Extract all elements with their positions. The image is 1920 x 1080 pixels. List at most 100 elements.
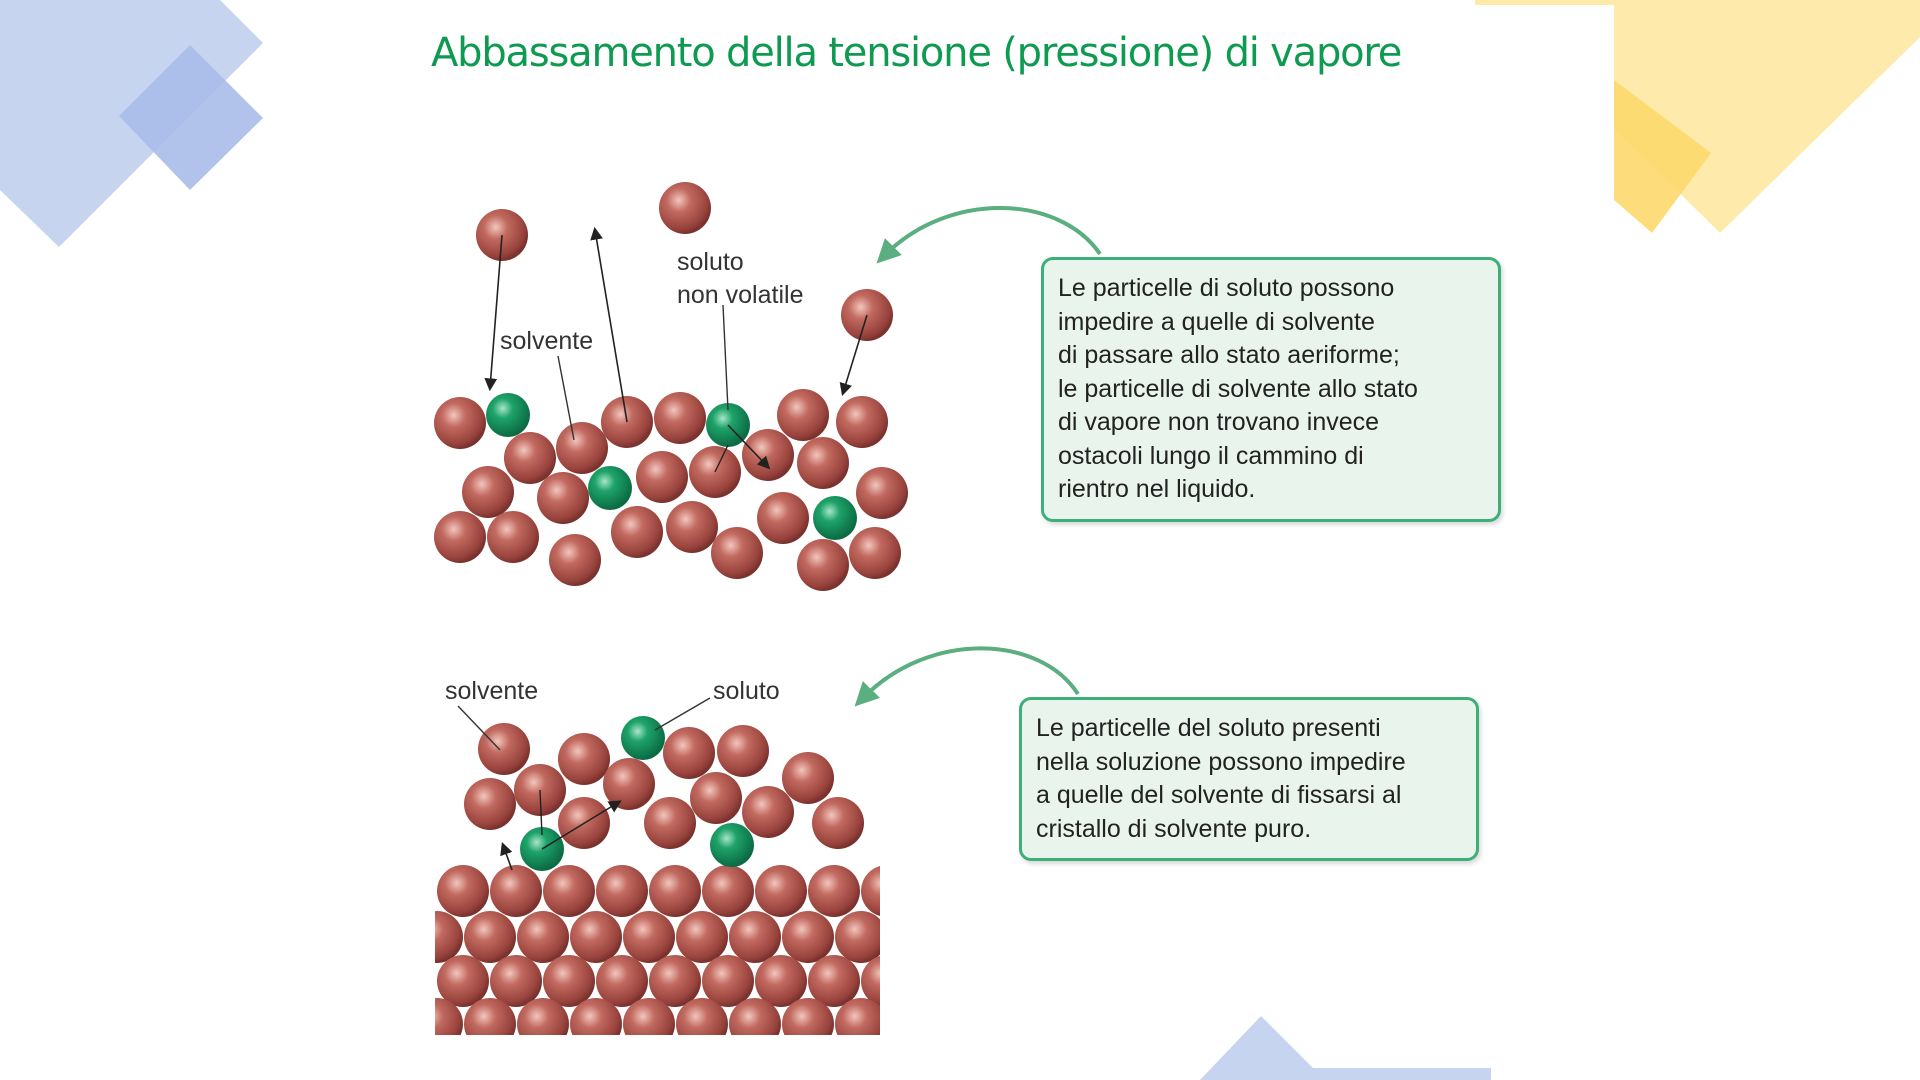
solvent-particle: [836, 396, 888, 448]
caption-line: Le particelle di soluto possono: [1058, 274, 1395, 302]
solvent-particle: [755, 1042, 807, 1080]
solvent-particle: [808, 865, 860, 917]
solvent-particle: [666, 501, 718, 553]
solvent-particle: [464, 778, 516, 830]
caption-line: rientro nel liquido.: [1058, 475, 1256, 503]
solvent-particle: [835, 911, 880, 963]
solvent-particle: [808, 1042, 860, 1080]
solvent-particle: [676, 998, 728, 1035]
solvent-particle: [490, 865, 542, 917]
solvent-particle: [490, 1042, 542, 1080]
solvent-particle: [437, 1042, 489, 1080]
solute-label: soluto: [677, 248, 744, 276]
caption-line: Le particelle del soluto presenti: [1036, 714, 1381, 742]
solvent-particle: [812, 797, 864, 849]
solvent-particle: [623, 998, 675, 1035]
solvent-particle: [611, 506, 663, 558]
curved-arrow-icon: [876, 206, 1102, 264]
solute-particle: [710, 823, 754, 867]
solvent-particle: [434, 397, 486, 449]
caption-line: le particelle di solvente allo stato: [1058, 374, 1418, 403]
solute-particle: [588, 466, 632, 510]
solvent-particle: [623, 911, 675, 963]
solvent-particle: [676, 911, 728, 963]
solvent-particle: [558, 733, 610, 785]
solvent-particle: [782, 752, 834, 804]
solvent-particle: [717, 725, 769, 777]
solvent-particle: [702, 865, 754, 917]
solute-particle: [621, 716, 665, 760]
solvent-particle: [596, 865, 648, 917]
yellow-small-diamond-decoration: [1614, 80, 1711, 233]
solvent-particle: [649, 1042, 701, 1080]
solvent-particle: [757, 492, 809, 544]
solvent-particle: [755, 865, 807, 917]
solvent-particle: [797, 539, 849, 591]
solvent-particle: [435, 911, 463, 963]
caption-box-vapor: Le particelle di soluto possono impedire…: [1041, 257, 1501, 522]
yellow-strip-decoration: [1475, 0, 1614, 5]
solvent-particle: [702, 955, 754, 1007]
solvent-particle: [729, 998, 781, 1035]
solvent-particle: [517, 998, 569, 1035]
caption-line: a quelle del solvente di fissarsi al: [1036, 781, 1402, 809]
solvent-particle: [437, 955, 489, 1007]
solvent-particle: [434, 511, 486, 563]
solvent-particle: [649, 955, 701, 1007]
solvent-particle: [478, 723, 530, 775]
solvent-particle: [755, 955, 807, 1007]
solute-label: soluto: [713, 677, 780, 705]
solvent-particle: [603, 758, 655, 810]
solvent-particle: [649, 865, 701, 917]
solvent-particle: [835, 998, 880, 1035]
page-title: Abbassamento della tensione (pressione) …: [431, 30, 1402, 76]
solvent-particle: [690, 772, 742, 824]
solvent-particle: [742, 786, 794, 838]
solvent-particle: [570, 998, 622, 1035]
solvent-particle: [782, 998, 834, 1035]
caption-line: di passare allo stato aeriforme;: [1058, 341, 1400, 369]
solvent-particle: [596, 955, 648, 1007]
solute-particle: [813, 496, 857, 540]
blue-band-decoration: [1255, 1068, 1491, 1080]
solvent-particle: [543, 865, 595, 917]
solvent-particle: [711, 527, 763, 579]
solvent-particle: [702, 1042, 754, 1080]
caption-line: ostacoli lungo il cammino di: [1058, 441, 1364, 470]
solvent-particle: [437, 865, 489, 917]
solvent-particle: [487, 511, 539, 563]
solvent-particle: [570, 911, 622, 963]
solvent-particle: [861, 955, 880, 1007]
solvent-particle: [808, 955, 860, 1007]
solvent-particle: [742, 429, 794, 481]
solvent-particle: [504, 432, 556, 484]
solvent-particle: [782, 911, 834, 963]
solvent-particle: [644, 797, 696, 849]
solvent-particle: [517, 911, 569, 963]
solvent-label: solvente: [500, 327, 594, 355]
solvent-particle: [636, 451, 688, 503]
solvent-particle: [861, 1042, 913, 1080]
solvent-particle: [464, 998, 516, 1035]
solvent-particle: [729, 911, 781, 963]
solvent-particle: [464, 911, 516, 963]
solute-particle: [486, 393, 530, 437]
solvent-crystal: [435, 865, 913, 1080]
solvent-particle: [537, 472, 589, 524]
caption-line: impedire a quelle di solvente: [1058, 307, 1375, 336]
solvent-particle: [654, 392, 706, 444]
curved-arrow-icon: [854, 646, 1080, 707]
motion-arrows: [457, 226, 868, 871]
solvent-label: solvente: [445, 677, 539, 705]
solvent-particle: [777, 389, 829, 441]
solvent-particle: [543, 1042, 595, 1080]
caption-line: cristallo di solvente puro.: [1036, 814, 1312, 843]
solvent-particle: [435, 998, 463, 1035]
solvent-particle: [490, 955, 542, 1007]
solvent-particle: [856, 467, 908, 519]
solvent-particle: [663, 727, 715, 779]
solvent-particle: [849, 527, 901, 579]
caption-line: di vapore non trovano invece: [1058, 408, 1380, 436]
solvent-particle: [549, 534, 601, 586]
